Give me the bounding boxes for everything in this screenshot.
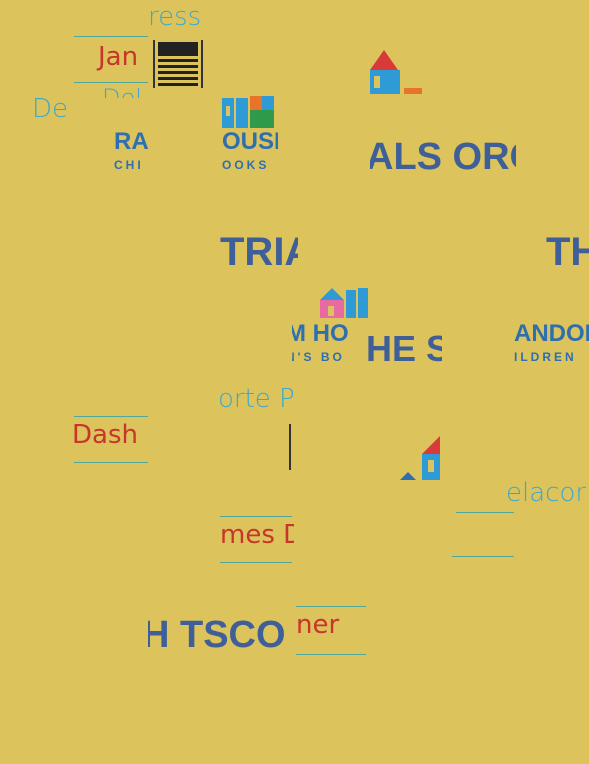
tria-fragment: TRIA	[220, 230, 298, 276]
divider-line	[220, 562, 292, 563]
de-fragment: De	[30, 92, 74, 126]
th-fragment: TH	[546, 230, 589, 276]
orte-pr-fragment: orte Pr	[218, 384, 294, 418]
jan-fragment: Jan	[96, 40, 150, 76]
andom-fragment: ANDOM ILDREN	[514, 320, 589, 366]
divider-line	[452, 556, 514, 557]
press-fragment-top: ress	[148, 2, 210, 32]
house-logo-icon	[398, 436, 442, 482]
ouse-fragment: OUSE OOKS	[222, 128, 278, 174]
he-s-fragment: HE S	[366, 328, 442, 370]
jan-text: Jan	[98, 42, 139, 72]
tria-text: TRIA	[220, 230, 298, 274]
orte-pr-text: orte Pr	[218, 384, 294, 414]
divider-line	[74, 36, 148, 37]
ra-text: RA	[114, 128, 149, 155]
striped-book-icon	[152, 40, 204, 88]
chi-text: CHI	[114, 158, 144, 172]
house-logo-icon	[368, 48, 424, 96]
divider-line	[74, 462, 148, 463]
house-logo-icon	[222, 96, 276, 128]
divider-line	[74, 82, 148, 83]
m-ho-text: M HO	[292, 320, 349, 347]
vertical-rule	[289, 424, 291, 470]
de-text: De	[32, 94, 69, 124]
del-fragment-cut: Del	[100, 88, 148, 98]
dash-fragment: Dash	[72, 420, 148, 456]
divider-line	[296, 606, 366, 607]
elacor-fragment: elacor	[508, 478, 589, 512]
divider-line	[74, 416, 148, 417]
house-logo-icon	[318, 286, 370, 320]
elacor-text: elacor	[508, 478, 587, 508]
th-text: TH	[546, 230, 589, 274]
ra-fragment: RA CHI	[112, 128, 150, 174]
ns-bo-text: N'S BO	[292, 350, 345, 364]
ner-fragment: ner	[296, 610, 366, 646]
h-tsco-fragment: H TSCO	[148, 614, 298, 660]
als-orc-text: ALS ORC	[370, 136, 516, 178]
del-text: Del	[102, 88, 142, 98]
als-orc-fragment: ALS ORC	[370, 136, 516, 178]
divider-line	[220, 516, 292, 517]
he-s-text: HE S	[366, 328, 442, 369]
ouse-text: OUSE	[222, 128, 278, 155]
divider-line	[296, 654, 366, 655]
ooks-text: OOKS	[222, 158, 270, 172]
mes-d-text: mes D	[220, 520, 294, 550]
press-text: ress	[148, 2, 202, 32]
divider-line	[456, 512, 514, 513]
h-tsco-text: H TSCO	[148, 614, 286, 656]
ner-text: ner	[296, 610, 340, 640]
dash-text: Dash	[72, 420, 138, 450]
andom-text: ANDOM	[514, 320, 589, 347]
m-ho-fragment: M HO N'S BO	[292, 320, 368, 366]
ildren-text: ILDREN	[514, 350, 577, 364]
mes-d-fragment: mes D	[220, 520, 294, 556]
